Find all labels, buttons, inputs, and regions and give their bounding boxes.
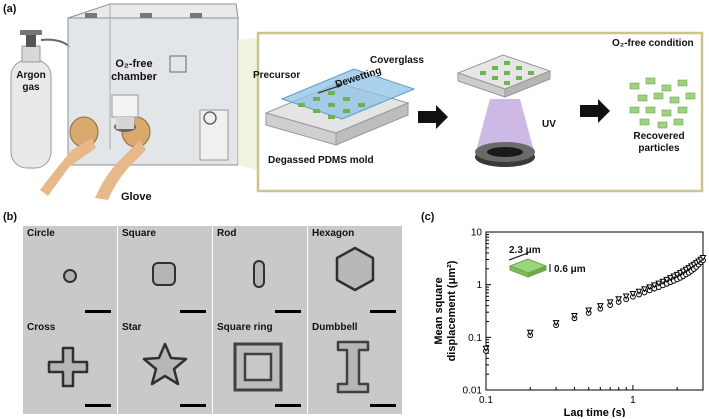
scale-bar [370,310,396,313]
chamber-label: O₂-free chamber [111,58,157,83]
scale-bar [180,310,206,313]
o2-free-condition-label: O₂-free condition [612,38,694,49]
argon-cylinder-icon [10,30,71,169]
uv-lamp-icon [456,54,552,167]
micrograph-label: Dumbbell [312,322,358,333]
pdms-mold-label: Degassed PDMS mold [268,155,374,166]
star-particle [142,342,188,386]
micrograph-label: Square ring [217,322,273,333]
y-axis-label: Mean squaredisplacement (μm²) [433,260,458,361]
micrograph-label: Hexagon [312,228,355,239]
square-ring-particle [233,342,283,392]
cross-particle [47,346,89,388]
data-point-triangle [673,271,681,278]
micrograph-hexagon: Hexagon [308,226,402,320]
scale-bar [370,404,396,407]
data-point-triangle [663,276,671,283]
hexagon-particle [335,246,375,292]
micrograph-label: Square [122,228,156,239]
data-point-triangle [641,286,648,293]
data-point-triangle [622,293,630,300]
y-tick-label: 0.1 [468,333,482,344]
data-point-triangle [482,345,490,352]
inset-particle-side [527,265,547,278]
data-point-triangle [596,303,604,310]
micrograph-rod: Rod [213,226,307,320]
data-point-triangle [552,320,560,327]
micrograph-label: Rod [217,228,237,239]
y-tick-label: 10 [471,228,483,239]
data-point-triangle [606,299,614,306]
data-point-triangle [655,280,663,287]
data-point-triangle [635,288,643,295]
micrograph-dumbbell: Dumbbell [308,320,402,414]
recovered-particles-label: Recovered particles [633,131,685,154]
coverglass-label: Coverglass [370,55,424,66]
scale-bar [85,310,111,313]
x-tick-label: 0.1 [479,395,493,406]
panel-a-label: (a) [3,3,17,15]
data-point-triangle [699,254,707,262]
precursor-label: Precursor [253,70,301,81]
y-tick-label: 1 [476,280,482,291]
data-point-triangle [570,312,578,320]
argon-gas-label: Argon gas [16,70,46,93]
data-point-triangle [585,307,593,314]
data-point-triangle [629,290,637,298]
micrograph-label: Cross [27,322,56,333]
panel-b-label: (b) [3,211,18,223]
inset-width-label: 2.3 μm [509,245,541,256]
data-point-triangle [615,296,623,303]
scale-bar [180,404,206,407]
data-point-triangle [676,270,684,277]
glovebox-icon [40,3,239,200]
panel-c-label: (c) [421,211,435,223]
x-tick-label: 1 [630,395,636,406]
x-axis-label: Lag time (s) [564,407,626,417]
data-point-triangle [666,275,674,282]
glovebox-illustration [10,3,704,200]
recovered-particles-icon [629,77,696,129]
y-tick-label: 0.01 [463,386,483,397]
micrograph-cross: Cross [23,320,117,414]
plot-frame [485,231,704,391]
inset-width-arrow [508,252,529,261]
glove-label: Glove [121,191,152,203]
data-point-triangle [646,284,654,291]
data-point-triangle [526,329,534,336]
scale-bar [275,404,301,407]
data-point-triangle [670,273,678,280]
uv-label: UV [542,119,556,130]
process-illustration [264,54,696,167]
pdms-mold-icon [264,68,416,146]
micrograph-square: Square [118,226,212,320]
arrow-right-icon [418,105,448,129]
dumbbell-particle [336,340,370,394]
micrograph-label: Circle [27,228,55,239]
square-particle [152,262,176,286]
data-point-triangle [659,278,667,285]
inset-height-label: 0.6 μm [554,264,586,275]
scale-bar [85,404,111,407]
micrograph-circle: Circle [23,226,117,320]
rod-particle [253,260,265,288]
data-point-triangle [650,282,658,289]
micrograph-square-ring: Square ring [213,320,307,414]
circle-particle [63,269,77,283]
micrograph-label: Star [122,322,142,333]
scale-bar [275,310,301,313]
arrow-right-icon [580,99,610,123]
micrograph-star: Star [118,320,212,414]
